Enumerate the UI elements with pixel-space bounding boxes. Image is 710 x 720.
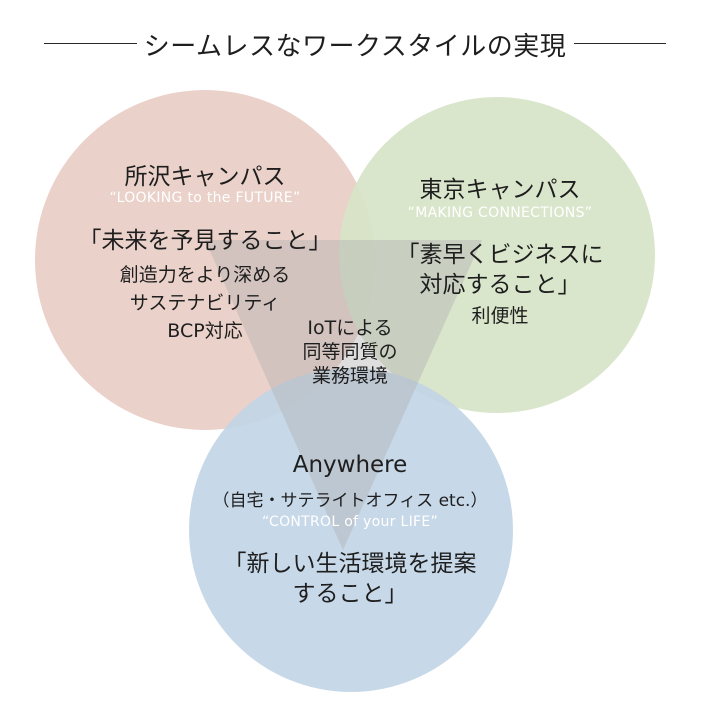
tokorozawa-value: 「未来を予見すること」 [78,228,332,254]
title-right-rule [574,43,666,44]
tokorozawa-slogan: “LOOKING to the FUTURE” [109,190,301,206]
tokyo-value-line-2: 対応すること」 [419,272,581,298]
title-left-rule [44,43,137,44]
tokorozawa-name: 所沢キャンパス [124,164,286,190]
tokyo-detail-1: 利便性 [471,305,529,327]
tokyo-campus-circle [339,97,655,413]
center-line-2: 同等同質の [302,341,398,363]
anywhere-name: Anywhere [292,452,408,478]
anywhere-value-line-2: すること」 [292,581,408,607]
page-title: シームレスなワークスタイルの実現 [143,32,567,62]
center-line-3: 業務環境 [311,365,388,387]
tokorozawa-detail-3: BCP対応 [167,320,243,342]
anywhere-circle [189,368,513,692]
anywhere-subtitle: （自宅・サテライトオフィス etc.） [212,491,488,511]
tokyo-slogan: “MAKING CONNECTIONS” [407,205,593,221]
anywhere-slogan: “CONTROL of your LIFE” [261,514,439,530]
tokorozawa-detail-1: 創造力をより深める [119,264,291,286]
center-line-1: IoTによる [307,317,393,339]
title-row: シームレスなワークスタイルの実現 [0,22,710,62]
center-triangle [205,240,482,550]
tokorozawa-detail-2: サステナビリティ [129,292,281,314]
tokyo-value-line-1: 「素早くビジネスに [396,242,604,268]
anywhere-value-line-1: 「新しい生活環境を提案 [223,551,477,577]
tokyo-name: 東京キャンパス [419,177,581,203]
tokorozawa-campus-circle [35,90,375,430]
